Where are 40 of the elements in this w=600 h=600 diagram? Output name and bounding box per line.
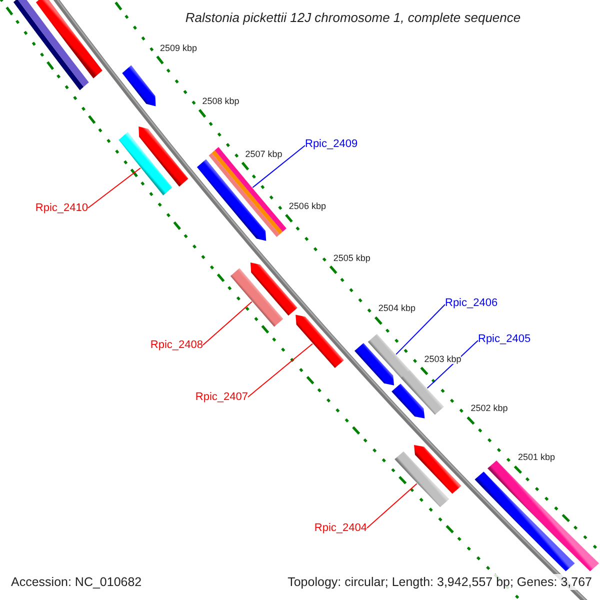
gene-block <box>354 342 394 386</box>
gene-label: Rpic_2407 <box>195 390 248 404</box>
gene-block <box>250 262 298 316</box>
leader-line <box>88 168 141 208</box>
gene-block <box>414 444 462 494</box>
cog-bar <box>394 451 450 508</box>
leader-line <box>366 483 418 528</box>
gene-block <box>474 472 575 572</box>
gene-block <box>138 126 188 187</box>
gene-label: Rpic_2405 <box>478 332 531 346</box>
gene-label: Rpic_2408 <box>150 338 203 352</box>
scale-label: 2508 kbp <box>202 96 240 107</box>
gene-block <box>392 384 425 418</box>
leader-line <box>252 145 306 188</box>
scale-label: 2507 kbp <box>245 148 282 160</box>
gene-block <box>36 0 102 78</box>
gene-label: Rpic_2410 <box>35 202 88 214</box>
gene-label: Rpic_2409 <box>305 138 358 150</box>
gene-block <box>122 65 156 106</box>
gene-label: Rpic_2404 <box>314 522 367 534</box>
scale-label: 2504 kbp <box>378 303 416 314</box>
scale-label: 2505 kbp <box>333 252 370 263</box>
scale-label: 2501 kbp <box>518 452 555 463</box>
cog-bar <box>13 0 89 90</box>
scale-label: 2502 kbp <box>470 403 508 414</box>
leader-line <box>426 340 478 389</box>
scale-label: 2509 kbp <box>160 42 198 54</box>
leader-line <box>248 343 314 398</box>
scale-label: 2503 kbp <box>424 354 462 364</box>
leader-line <box>396 304 446 355</box>
cog-bar <box>118 132 172 196</box>
cog-bar <box>230 268 284 327</box>
cog-bar <box>487 460 600 572</box>
scale-label: 2506 kbp <box>288 201 326 212</box>
cog-bar <box>400 370 444 415</box>
gene-label: Rpic_2406 <box>445 296 498 310</box>
gene-block <box>196 159 266 241</box>
leader-line <box>202 301 252 346</box>
gene-block <box>296 314 344 368</box>
cog-bar <box>208 146 286 237</box>
